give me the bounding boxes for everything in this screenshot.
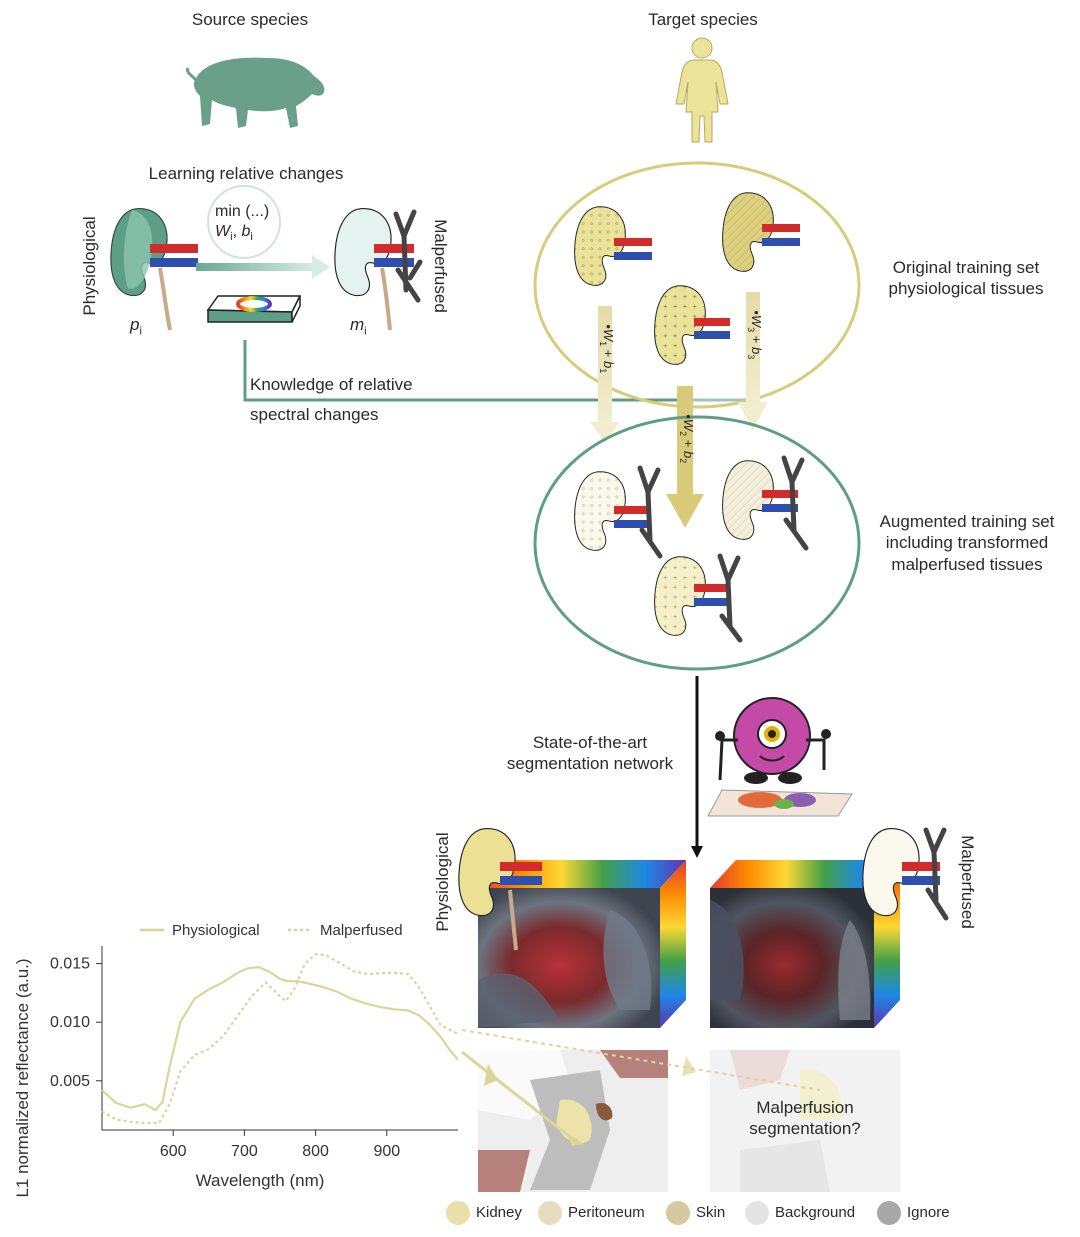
learning-title: Learning relative changes: [148, 164, 344, 183]
knowledge-line-2: spectral changes: [250, 405, 379, 424]
transform-arrow-2: [666, 386, 704, 528]
transform-arrow-3: [738, 292, 768, 430]
original-kidney-dots: [574, 206, 652, 286]
x-tick-label: 700: [231, 1143, 258, 1160]
formula-bubble: [207, 185, 281, 259]
transform-label-1: •W1 + b1: [598, 324, 616, 374]
segmentation-mask-right: [710, 1050, 900, 1192]
formula-params: Wi, bi: [215, 223, 253, 244]
y-tick-label: 0.015: [50, 956, 90, 973]
transform-arrow-1: [590, 306, 620, 442]
legend-swatch-skin: [666, 1201, 690, 1225]
physiological-label-left: Physiological: [80, 216, 99, 316]
cube-left-kidney: [458, 827, 542, 951]
legend-label-kidney: Kidney: [476, 1204, 522, 1221]
legend-swatch-peritoneum: [538, 1201, 562, 1225]
series-line-physiological: [101, 966, 459, 1112]
segmentation-mask-left: [478, 1050, 668, 1192]
network-arrow: [691, 676, 703, 858]
legend-swatch-background: [745, 1201, 769, 1225]
y-axis-label: L1 normalized reflectance (a.u.): [13, 958, 32, 1197]
legend-label-malperfused: Malperfused: [320, 922, 403, 939]
y-tick-label: 0.005: [50, 1073, 90, 1090]
pig-icon: [186, 57, 325, 129]
legend-label-ignore: Ignore: [907, 1204, 950, 1221]
formula-min: min (...): [215, 203, 270, 220]
robot-icon: [707, 697, 853, 817]
cube-right-kidney: [862, 827, 949, 921]
augmented-kidney-plus: [653, 553, 743, 643]
augmented-kidney-dots: [573, 465, 663, 559]
x-axis-label: Wavelength (nm): [196, 1171, 325, 1190]
mask-arrows: [461, 1029, 821, 1146]
learning-arrow: [196, 255, 330, 279]
legend-swatch-ignore: [877, 1201, 901, 1225]
original-set-ellipse: [533, 161, 861, 409]
source-species-title: Source species: [191, 10, 309, 29]
legend-label-skin: Skin: [696, 1204, 726, 1221]
augmented-kidney-hatch: [721, 455, 809, 551]
original-kidney-plus: [653, 285, 730, 365]
legend-label-peritoneum: Peritoneum: [568, 1204, 645, 1221]
original-kidney-hatch: [721, 192, 800, 272]
malperfused-kidney: [334, 207, 423, 331]
legend-swatch-kidney: [446, 1201, 470, 1225]
book-icon: [206, 295, 302, 323]
x-tick-label: 600: [160, 1143, 187, 1160]
x-tick-label: 900: [373, 1143, 400, 1160]
malperfused-label-cube: Malperfused: [958, 835, 977, 929]
physiological-kidney: [110, 207, 198, 331]
p-variable: pi: [130, 315, 142, 338]
malperfused-label-left: Malperfused: [431, 219, 450, 313]
target-species-title: Target species: [648, 10, 758, 29]
malperfused-cube: [710, 860, 900, 1028]
physiological-cube: [478, 860, 686, 1028]
m-variable: mi: [350, 315, 367, 338]
legend-label-physiological: Physiological: [172, 922, 260, 939]
transform-label-2: •W2 + b2: [678, 414, 696, 464]
y-tick-label: 0.010: [50, 1014, 90, 1031]
x-tick-label: 800: [302, 1143, 329, 1160]
person-icon: [675, 37, 729, 143]
legend-label-background: Background: [775, 1204, 856, 1221]
physiological-label-cube: Physiological: [433, 832, 452, 932]
mask-legend: [446, 1201, 901, 1225]
augmented-set-ellipse: [533, 415, 861, 671]
knowledge-line-1: Knowledge of relative: [250, 375, 413, 394]
transform-label-3: •W3 + b3: [746, 310, 764, 360]
